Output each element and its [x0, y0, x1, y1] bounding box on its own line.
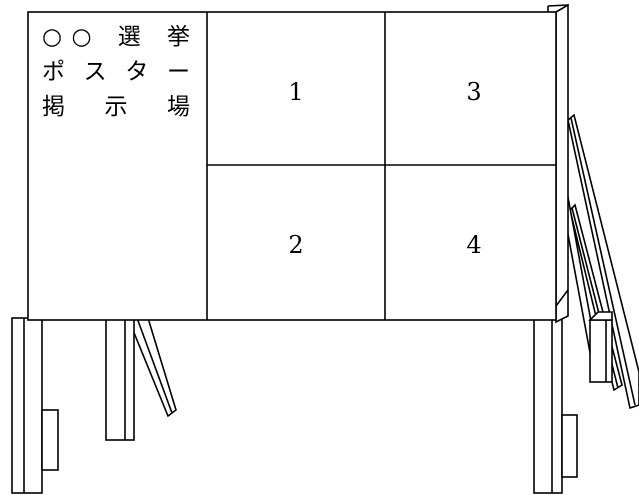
left-outer-leg	[11, 317, 59, 494]
slot-number-2: 2	[288, 231, 303, 259]
slot-number-3: 3	[466, 78, 481, 106]
right-small-block	[588, 311, 613, 383]
left-inner-leg	[105, 317, 135, 441]
board-face	[27, 11, 557, 321]
title-line-2: ポ ス タ ー	[42, 59, 190, 85]
title-line-3: 掲 示 場	[42, 94, 190, 120]
slot-number-1: 1	[288, 78, 303, 106]
right-leg	[533, 317, 578, 494]
slot-number-4: 4	[466, 231, 481, 259]
poster-slots: 1 3 2 4	[288, 78, 481, 259]
leaning-brace-left	[126, 317, 177, 418]
